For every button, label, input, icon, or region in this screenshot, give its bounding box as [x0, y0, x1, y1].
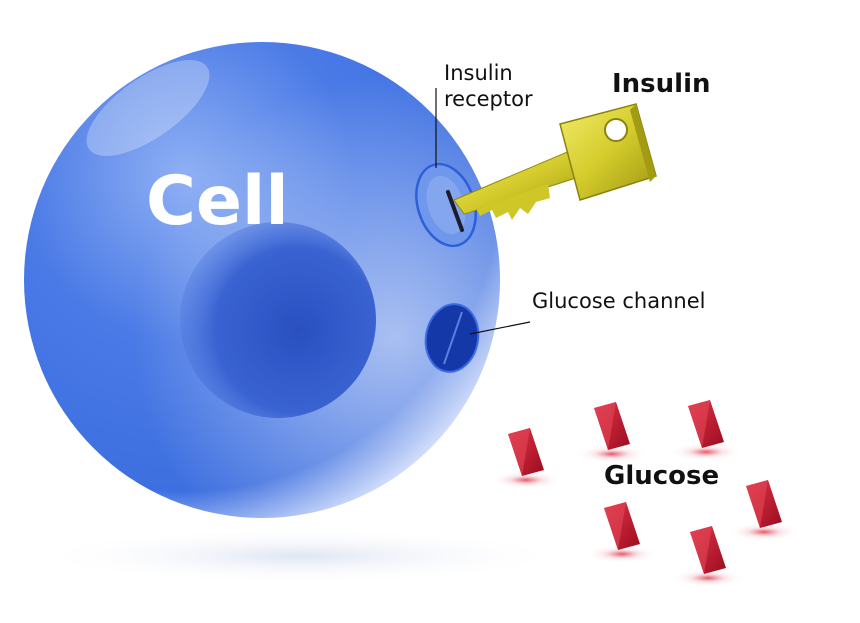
cell-shadow [30, 528, 570, 584]
insulin-receptor-label-line2: receptor [444, 87, 533, 111]
cell [24, 42, 500, 518]
glucose-channel-leader [469, 321, 531, 335]
cell-label: Cell [146, 162, 289, 241]
nucleus [180, 222, 376, 418]
key-icon [453, 103, 657, 220]
glucose-channel [424, 303, 480, 373]
insulin-receptor [415, 162, 477, 248]
glucose-channel-label: Glucose channel [532, 289, 705, 313]
insulin-receptor-label-line1: Insulin [444, 61, 513, 85]
insulin-label: Insulin [612, 69, 711, 99]
glucose-label: Glucose [604, 461, 719, 491]
